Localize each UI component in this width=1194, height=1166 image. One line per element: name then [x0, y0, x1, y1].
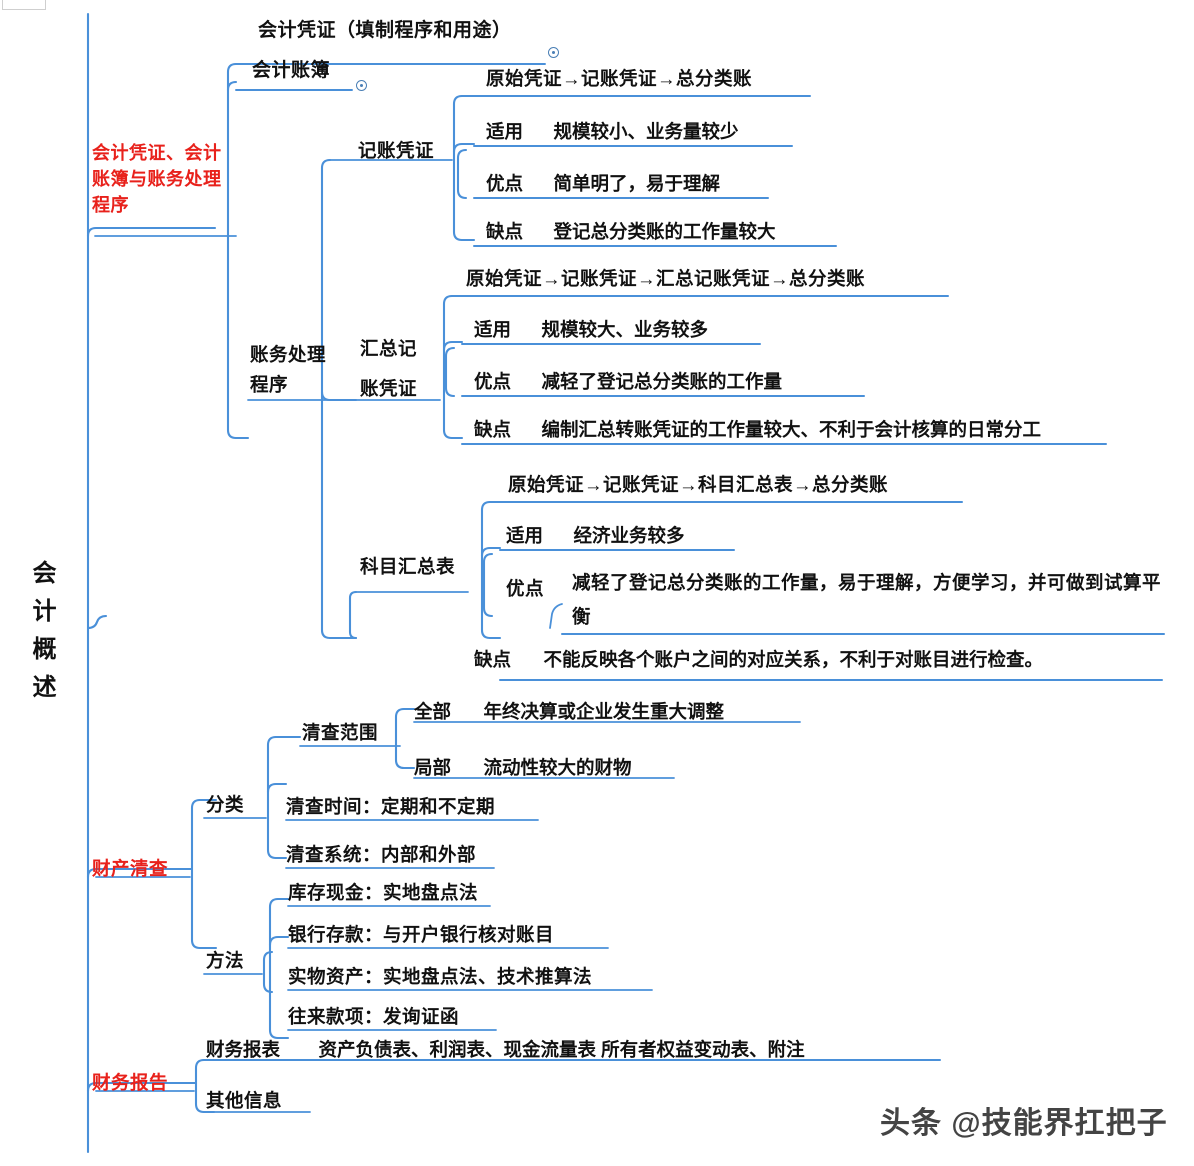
row-subject-pros-key: 优点 — [506, 578, 545, 599]
row-key: 缺点 — [474, 419, 512, 440]
row-subject-pros-value[interactable]: 减轻了登记总分类账的工作量，易于理解，方便学习，并可做到试算平衡 — [572, 572, 1162, 628]
row-key: 适用 — [486, 121, 524, 142]
row-key: 适用 — [474, 319, 512, 340]
node-procedure-summary-voucher-line2[interactable]: 账凭证 — [360, 378, 418, 399]
branch-label-property-inventory[interactable]: 财产清查 — [92, 858, 169, 879]
row-value: 年终决算或企业发生重大调整 — [483, 701, 724, 722]
node-other-information[interactable]: 其他信息 — [206, 1090, 283, 1111]
node-method-physical-assets[interactable]: 实物资产：实地盘点法、技术推算法 — [288, 966, 593, 987]
node-procedure-journal-voucher[interactable]: 记账凭证 — [358, 140, 435, 161]
row-journal-applicable[interactable]: 适用 规模较小、业务量较少 — [486, 118, 738, 144]
row-summary-applicable[interactable]: 适用 规模较大、业务较多 — [474, 316, 708, 342]
branch-label-accounting-vouchers[interactable]: 会计凭证、会计账簿与账务处理程序 — [92, 143, 222, 216]
row-value: 编制汇总转账凭证的工作量较大、不利于会计核算的日常分工 — [541, 419, 1041, 440]
row-key: 局部 — [414, 757, 452, 778]
row-key: 优点 — [474, 371, 512, 392]
root-node[interactable]: 会计概述 — [28, 560, 55, 712]
watermark: 头条 @技能界扛把子 — [880, 1107, 1168, 1140]
row-scope-all[interactable]: 全部 年终决算或企业发生重大调整 — [414, 698, 724, 724]
flow-subject-summary[interactable]: 原始凭证→记账凭证→科目汇总表→总分类账 — [508, 474, 889, 495]
leaf-accounting-voucher[interactable]: 会计凭证（填制程序和用途） — [258, 20, 512, 41]
row-summary-pros[interactable]: 优点 减轻了登记总分类账的工作量 — [474, 368, 782, 394]
flow-summary-voucher[interactable]: 原始凭证→记账凭证→汇总记账凭证→总分类账 — [466, 268, 866, 289]
row-key: 优点 — [486, 173, 524, 194]
row-value: 减轻了登记总分类账的工作量 — [541, 371, 782, 392]
row-summary-cons[interactable]: 缺点 编制汇总转账凭证的工作量较大、不利于会计核算的日常分工 — [474, 416, 1041, 442]
node-method-bank[interactable]: 银行存款：与开户银行核对账目 — [288, 924, 555, 945]
node-inventory-time[interactable]: 清查时间：定期和不定期 — [286, 796, 496, 817]
row-financial-statements[interactable]: 财务报表 资产负债表、利润表、现金流量表 所有者权益变动表、附注 — [206, 1036, 805, 1062]
leaf-accounting-books[interactable]: 会计账簿 — [252, 60, 331, 81]
collapse-dot-icon[interactable] — [548, 47, 559, 58]
row-key: 适用 — [506, 525, 544, 546]
row-key: 财务报表 — [206, 1039, 281, 1060]
node-method-cash[interactable]: 库存现金：实地盘点法 — [288, 882, 479, 903]
row-journal-cons[interactable]: 缺点 登记总分类账的工作量较大 — [486, 218, 775, 244]
row-key: 全部 — [414, 701, 452, 722]
node-inventory-system[interactable]: 清查系统：内部和外部 — [286, 844, 477, 865]
node-accounting-procedures[interactable]: 账务处理程序 — [250, 344, 327, 395]
row-value: 资产负债表、利润表、现金流量表 所有者权益变动表、附注 — [318, 1039, 805, 1060]
row-value: 规模较大、业务较多 — [541, 319, 708, 340]
row-key: 缺点 — [474, 649, 512, 670]
node-inventory-scope[interactable]: 清查范围 — [302, 722, 379, 743]
row-value: 简单明了，易于理解 — [553, 173, 720, 194]
row-value: 登记总分类账的工作量较大 — [553, 221, 776, 242]
row-value: 不能反映各个账户之间的对应关系，不利于对账目进行检查。 — [543, 649, 1043, 670]
node-method-receivables[interactable]: 往来款项：发询证函 — [288, 1006, 460, 1027]
row-value: 规模较小、业务量较少 — [553, 121, 739, 142]
flow-journal-voucher[interactable]: 原始凭证→记账凭证→总分类账 — [486, 68, 753, 89]
node-methods[interactable]: 方法 — [206, 950, 245, 971]
row-subject-cons[interactable]: 缺点 不能反映各个账户之间的对应关系，不利于对账目进行检查。 — [474, 646, 1043, 672]
node-procedure-subject-summary[interactable]: 科目汇总表 — [360, 556, 456, 577]
node-classification[interactable]: 分类 — [206, 794, 245, 815]
branch-label-financial-report[interactable]: 财务报告 — [92, 1072, 169, 1093]
row-value: 经济业务较多 — [573, 525, 685, 546]
collapse-dot-icon[interactable] — [356, 80, 367, 91]
node-procedure-summary-voucher-line1[interactable]: 汇总记 — [360, 338, 418, 359]
row-key: 缺点 — [486, 221, 524, 242]
row-subject-applicable[interactable]: 适用 经济业务较多 — [506, 522, 684, 548]
row-journal-pros[interactable]: 优点 简单明了，易于理解 — [486, 170, 720, 196]
row-value: 流动性较大的财物 — [483, 757, 632, 778]
row-scope-partial[interactable]: 局部 流动性较大的财物 — [414, 754, 631, 780]
scan-artifact — [2, 0, 46, 10]
